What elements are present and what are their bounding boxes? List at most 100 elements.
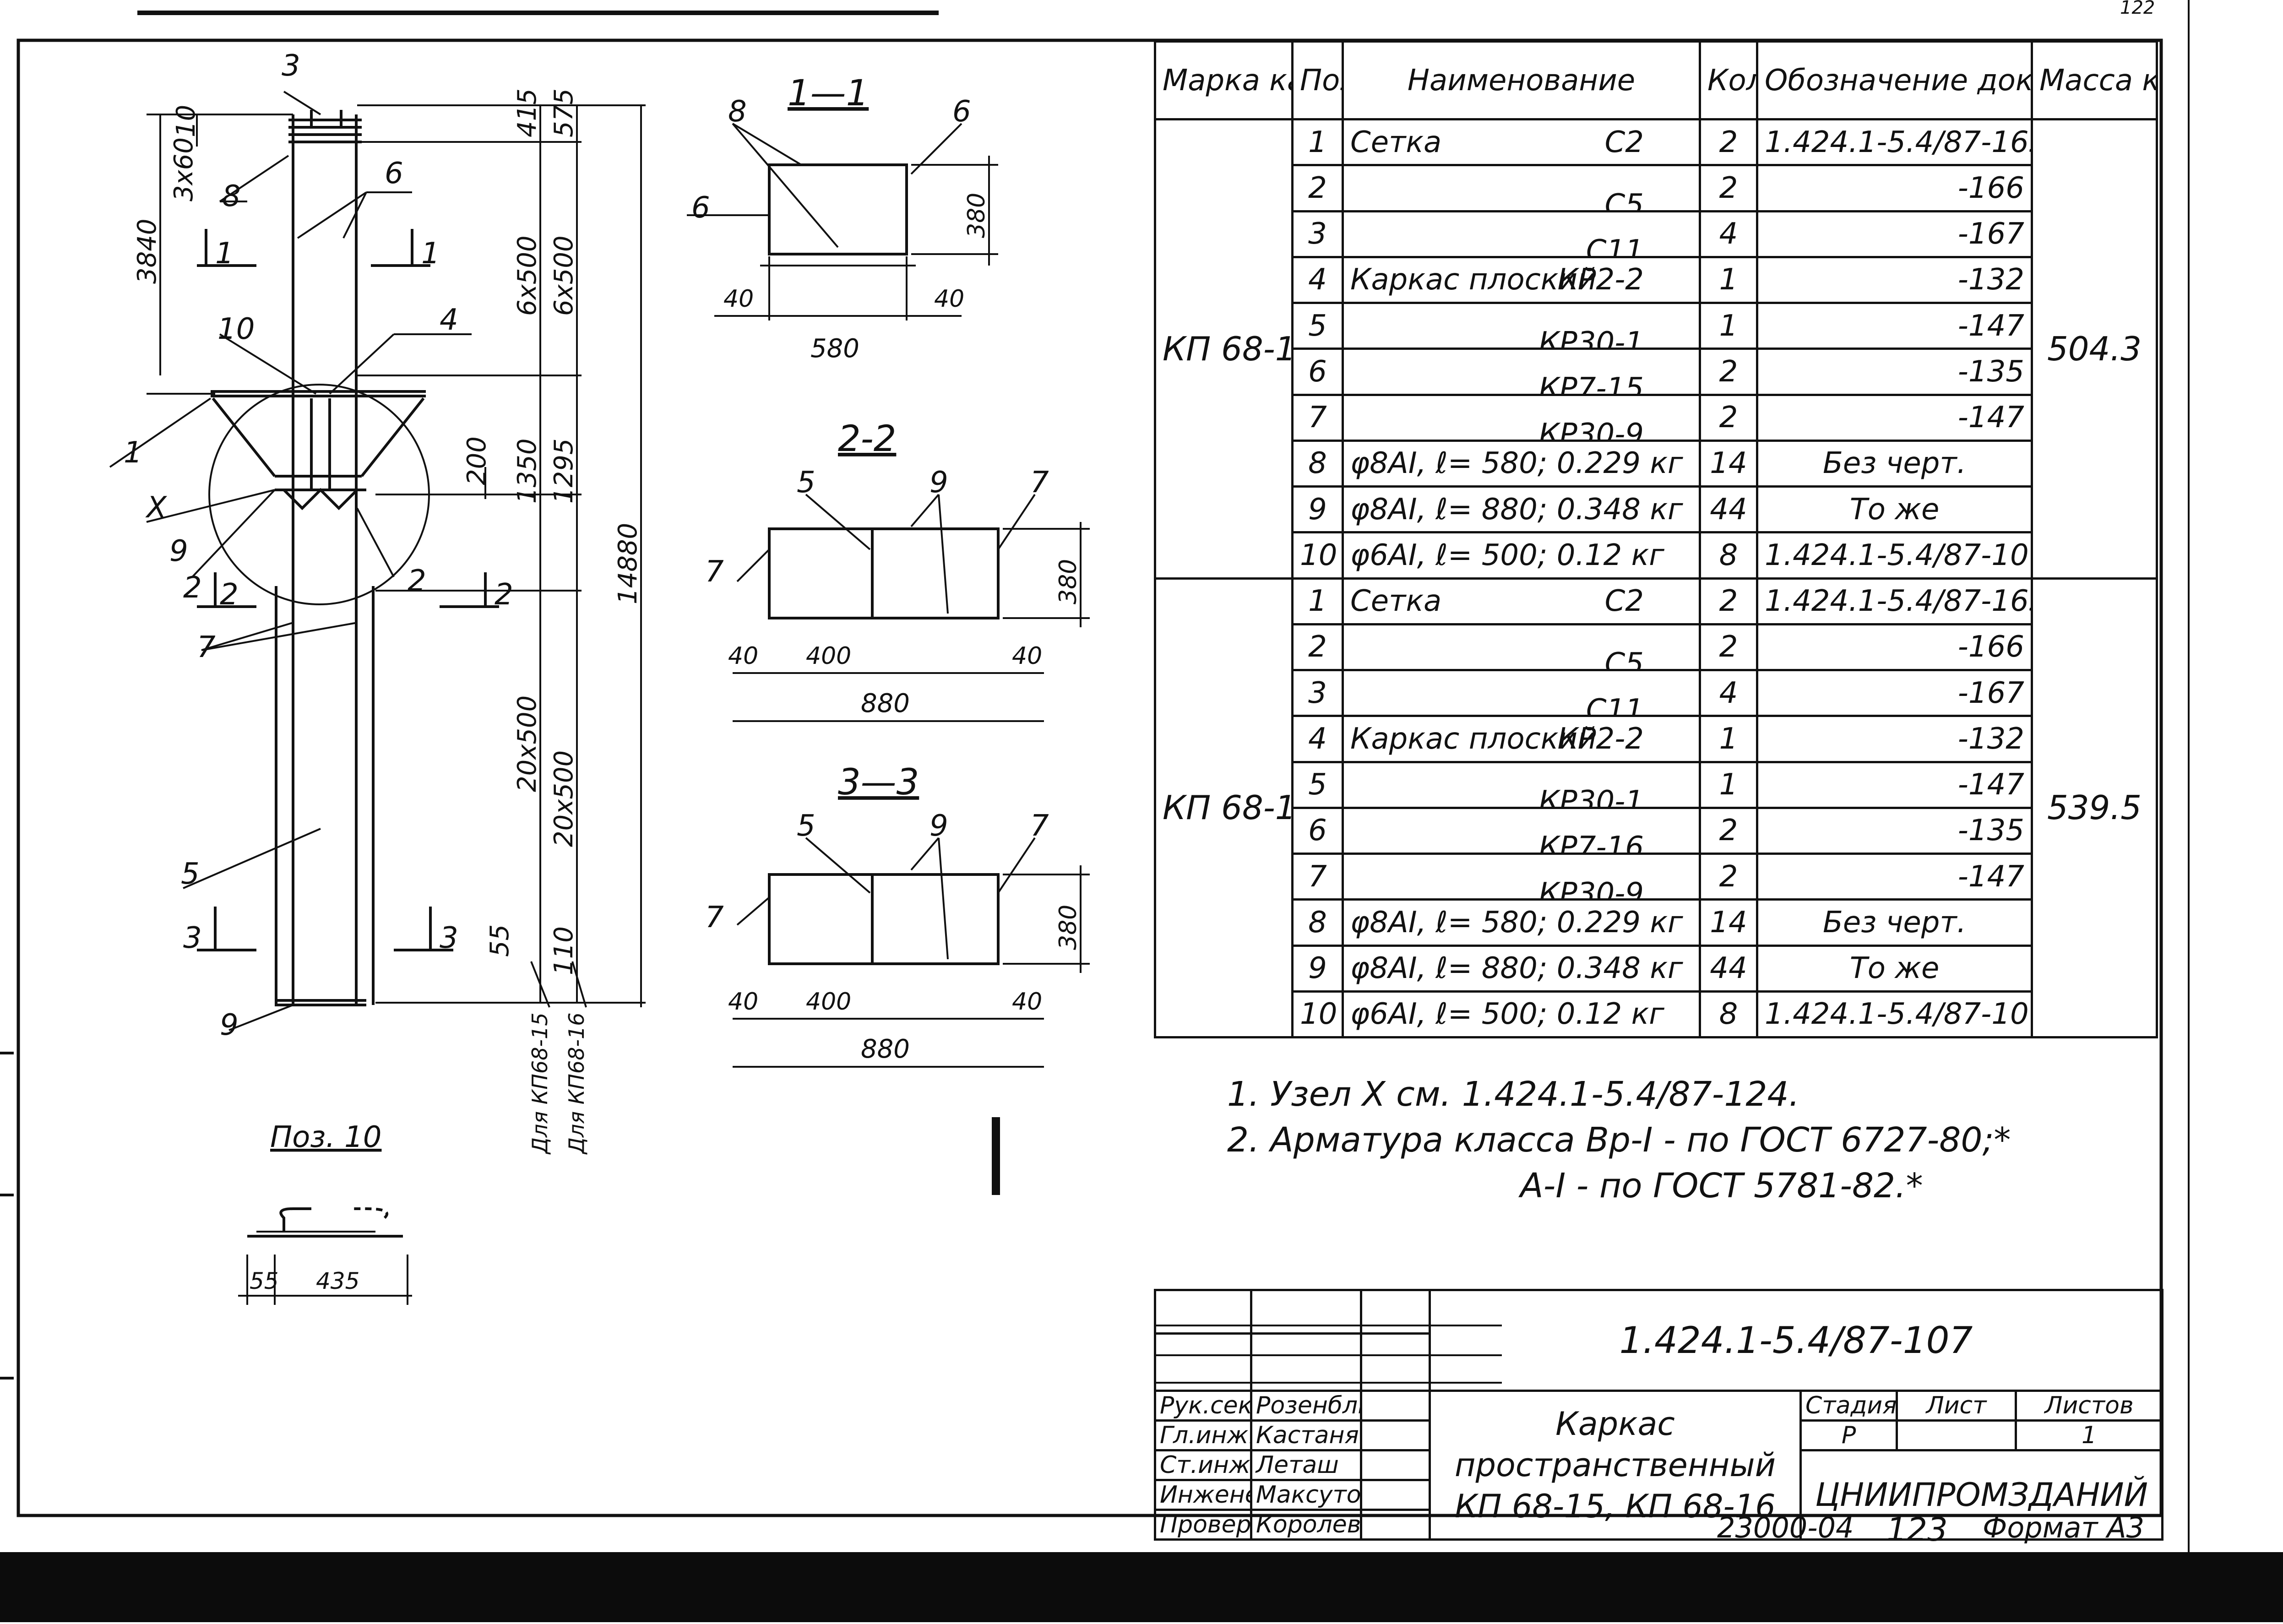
cell-qty: 1 xyxy=(1699,301,1758,350)
dim-20x500: 20x500 xyxy=(549,750,579,847)
cell-doc: -166 xyxy=(1756,623,2033,672)
page-number: 123 xyxy=(1886,1511,1948,1548)
cell-name: φ8AI, ℓ= 880; 0.348 кг xyxy=(1342,944,1701,993)
doc-code: 1.424.1-5.4/87-107 xyxy=(1428,1289,2164,1392)
item-subname: КР2-2 xyxy=(1557,263,1644,297)
person: Королева xyxy=(1250,1509,1362,1541)
person: Максутова xyxy=(1250,1479,1362,1511)
section-3-3 xyxy=(733,837,1090,1068)
item-name: Сетка xyxy=(1350,584,1442,619)
role: Инженер xyxy=(1154,1479,1252,1511)
s3-dim-40: 40 xyxy=(728,988,758,1016)
dim-10: 10 xyxy=(171,105,201,137)
section-mark-3: 3 xyxy=(440,921,458,955)
item-subname: С5 xyxy=(1604,188,1644,211)
notes: 1. Узел X см. 1.424.1-5.4/87-124. 2. Арм… xyxy=(1227,1071,2011,1209)
callout-6: 6 xyxy=(385,157,403,190)
item-subname: КР30-1 xyxy=(1538,326,1644,349)
pos10-title: Поз. 10 xyxy=(270,1120,381,1154)
item-subname: С11 xyxy=(1586,234,1644,257)
cell-doc: То же xyxy=(1756,485,2033,534)
cell-qty: 1 xyxy=(1699,255,1758,304)
cell-qty: 2 xyxy=(1699,806,1758,855)
s3-callout-9: 9 xyxy=(930,809,948,843)
stage-label: Стадия xyxy=(1799,1390,1898,1422)
header-pos: Поз xyxy=(1291,40,1344,120)
note-1: 1. Узел X см. 1.424.1-5.4/87-124. xyxy=(1227,1075,1800,1114)
cell-doc: 1.424.1-5.4/87-165 xyxy=(1756,118,2033,167)
cell-name: φ8AI, ℓ= 580; 0.229 кг xyxy=(1342,439,1701,488)
note-2: 2. Арматура класса Вр-I - по ГОСТ 6727-8… xyxy=(1227,1120,2011,1160)
inventory-number: 23000-04 xyxy=(1717,1511,1854,1544)
cell-doc: -166 xyxy=(1756,164,2033,212)
s3-callout-7: 7 xyxy=(705,901,724,934)
header-doc: Обозначение документа xyxy=(1756,40,2033,120)
cell-qty: 2 xyxy=(1699,852,1758,901)
callout-7: 7 xyxy=(197,630,216,664)
title-block: 1.424.1-5.4/87-107 Рук.сект. Розенблюм К… xyxy=(1154,1289,2164,1541)
dim-6x500: 6x500 xyxy=(512,235,542,316)
cell-qty: 44 xyxy=(1699,485,1758,534)
item-name: φ8AI, ℓ= 880; 0.348 кг xyxy=(1350,951,1683,986)
role: Рук.сект. xyxy=(1154,1390,1252,1422)
drawing-frame xyxy=(16,38,2163,1517)
cell-doc: -147 xyxy=(1756,852,2033,901)
cell-qty: 2 xyxy=(1699,393,1758,442)
item-name: φ6AI, ℓ= 500; 0.12 кг xyxy=(1350,538,1664,572)
cell-doc: -135 xyxy=(1756,348,2033,396)
corner-mark: 122 xyxy=(2120,0,2155,18)
item-subname: КР2-2 xyxy=(1557,722,1644,756)
item-subname: КР7-16 xyxy=(1538,831,1644,854)
cell-pos: 7 xyxy=(1291,852,1344,901)
s1-dim-580: 580 xyxy=(810,334,859,364)
cell-pos: 4 xyxy=(1291,715,1344,763)
s1-dim-40: 40 xyxy=(934,285,964,313)
person: Розенблюм xyxy=(1250,1390,1362,1422)
person: Кастанян xyxy=(1250,1419,1362,1451)
cell-name: С5 xyxy=(1342,164,1701,212)
callout-10: 10 xyxy=(217,312,255,346)
dim-55: 55 xyxy=(485,924,515,957)
section-title-3-3: 3—3 xyxy=(838,762,919,803)
callout-3: 3 xyxy=(282,49,300,83)
header-mark: Марка каркаса xyxy=(1154,40,1294,120)
item-subname: КР30-1 xyxy=(1538,785,1644,808)
callout-x: X xyxy=(145,491,167,525)
header-qty: Кол xyxy=(1699,40,1758,120)
callout-2: 2 xyxy=(183,571,202,605)
cell-doc: 1.424.1-5.4/87-107 xyxy=(1756,990,2033,1039)
role: Гл.инж.пр. xyxy=(1154,1419,1252,1451)
callout-9: 9 xyxy=(169,534,188,568)
cell-doc: 1.424.1-5.4/87-165 xyxy=(1756,577,2033,625)
callout-5: 5 xyxy=(181,857,200,891)
cell-name: φ6AI, ℓ= 500; 0.12 кг xyxy=(1342,990,1701,1039)
section-1-1 xyxy=(687,123,998,320)
cell-pos: 10 xyxy=(1291,990,1344,1039)
item-name: Каркас плоский xyxy=(1350,263,1597,297)
s2-callout-7: 7 xyxy=(1030,466,1049,500)
cell-doc: -135 xyxy=(1756,806,2033,855)
cell-name: С11 xyxy=(1342,668,1701,717)
cell-pos: 1 xyxy=(1291,118,1344,167)
drawing-title: Каркас пространственный КП 68-15, КП 68-… xyxy=(1429,1390,1802,1541)
item-subname: С2 xyxy=(1604,125,1644,159)
item-subname: С11 xyxy=(1586,693,1644,716)
s3-dim-40: 40 xyxy=(1012,988,1042,1016)
cell-pos: 2 xyxy=(1291,623,1344,672)
cell-name: С5 xyxy=(1342,623,1701,672)
s2-dim-380: 380 xyxy=(1055,559,1082,604)
